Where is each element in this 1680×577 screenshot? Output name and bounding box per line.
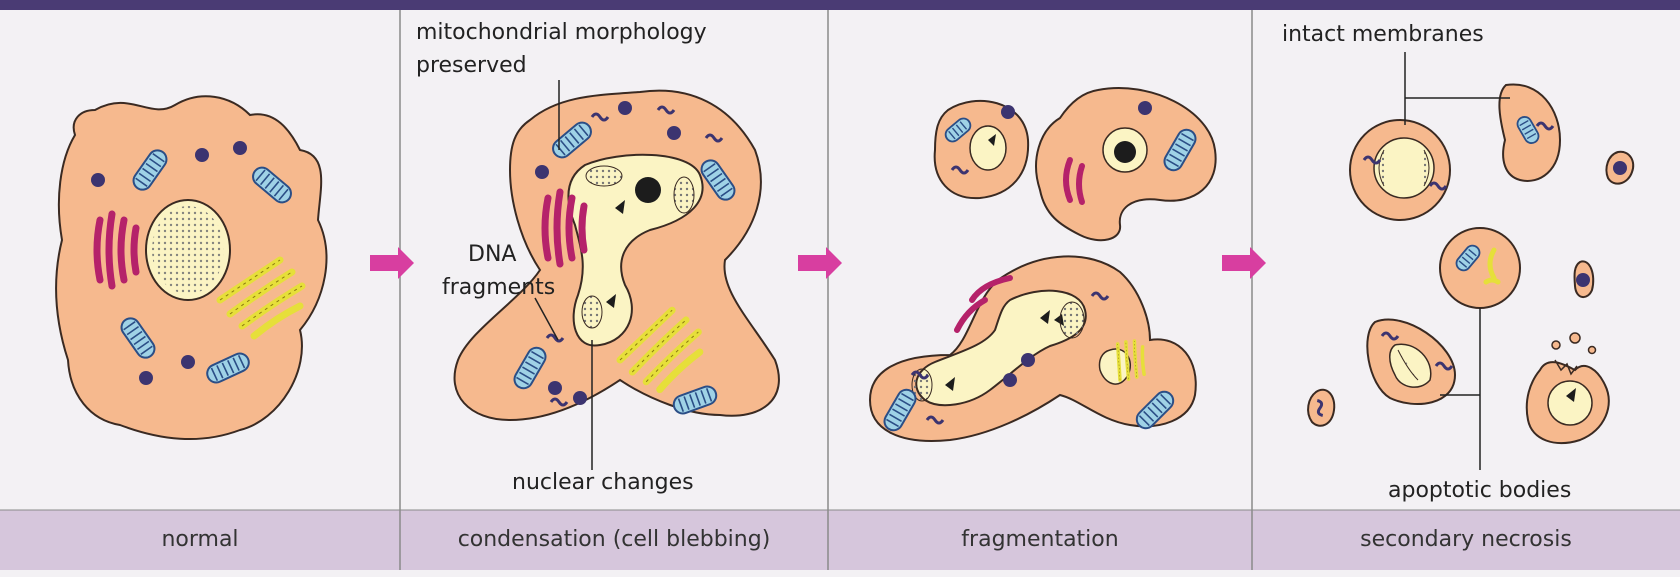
label-dna: DNA [468,242,516,268]
caption-condensation: condensation (cell blebbing) [400,514,828,566]
label-preserved: preserved [416,53,527,79]
label-nuclear-changes: nuclear changes [512,470,694,496]
arrow-2 [798,247,842,279]
fragmentation-cells [870,88,1216,441]
caption-secondary-necrosis: secondary necrosis [1252,514,1680,566]
label-intact-membranes: intact membranes [1282,22,1484,48]
necrosis-cells [1308,52,1633,470]
normal-cell [56,96,326,439]
label-fragments: fragments [442,275,555,301]
arrow-3 [1222,247,1266,279]
label-apoptotic-bodies: apoptotic bodies [1388,478,1571,504]
label-mitochondrial-morphology: mitochondrial morphology [416,20,707,46]
arrow-1 [370,247,414,279]
header-strip [0,0,1680,10]
caption-normal: normal [0,514,400,566]
caption-fragmentation: fragmentation [828,514,1252,566]
